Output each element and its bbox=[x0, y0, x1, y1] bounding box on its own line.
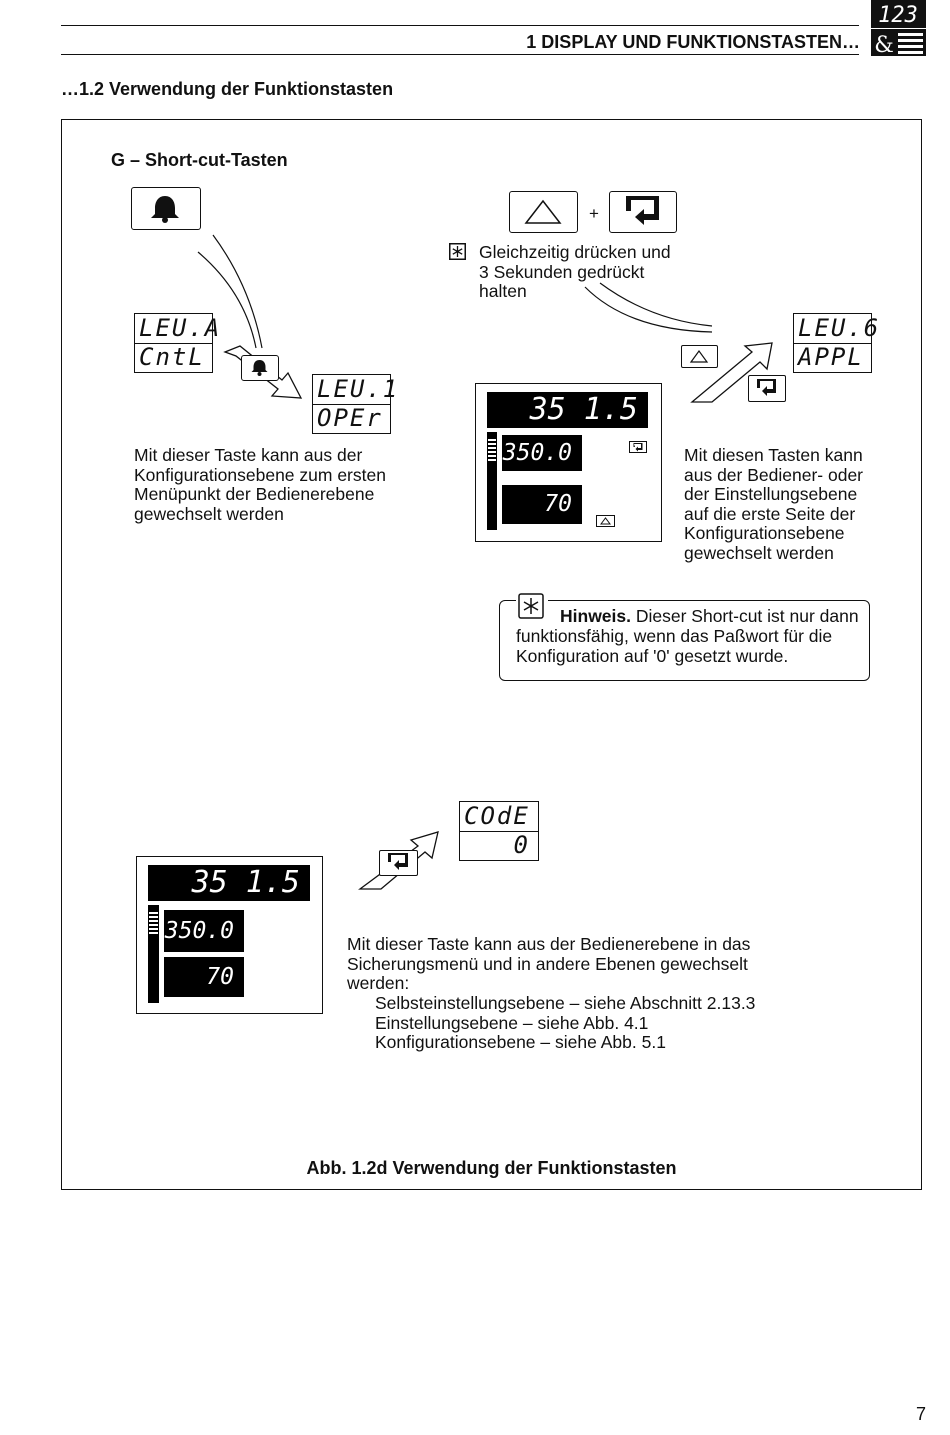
chapter-title: 1 DISPLAY UND FUNKTIONSTASTEN… bbox=[526, 32, 860, 52]
process-value: 35 1.5 bbox=[487, 392, 648, 428]
display-top-line: LEU.1 bbox=[313, 375, 397, 405]
scroll-icon bbox=[626, 196, 659, 225]
bargraph-segments bbox=[149, 912, 158, 934]
page-number: 7 bbox=[915, 1404, 926, 1424]
up-key-small bbox=[681, 345, 718, 368]
right-description: Mit diesen Tasten kann aus der Bediener-… bbox=[684, 445, 863, 563]
display-top-line: LEU.6 bbox=[794, 314, 878, 344]
display-bottom-line: APPL bbox=[798, 343, 864, 371]
bottom-description: Mit dieser Taste kann aus der Bedienereb… bbox=[347, 934, 751, 993]
display-logo-icon: 123 & bbox=[871, 0, 926, 58]
figure-subtitle: G – Short-cut-Tasten bbox=[111, 150, 288, 170]
triangle-up-icon bbox=[689, 349, 709, 363]
figure-frame bbox=[61, 119, 922, 1190]
display-bottom-line: 0 bbox=[513, 831, 530, 859]
alarm-key-small bbox=[241, 355, 279, 381]
press-instruction: Gleichzeitig drücken und 3 Sekunden gedr… bbox=[479, 242, 671, 301]
scroll-icon bbox=[757, 379, 776, 396]
display-code: COdE 0 bbox=[459, 801, 539, 861]
asterisk-box-icon bbox=[449, 243, 466, 265]
scroll-indicator-icon bbox=[629, 440, 647, 458]
list-item: Einstellungsebene – siehe Abb. 4.1 bbox=[375, 1012, 649, 1033]
up-indicator-icon bbox=[596, 514, 615, 532]
output-value: 70 bbox=[164, 957, 244, 997]
plus-sign: + bbox=[589, 204, 599, 223]
display-leu-a-cntl: LEU.A CntL bbox=[134, 313, 219, 373]
display-bottom-line: OPEr bbox=[317, 404, 383, 432]
note-box: Hinweis. Dieser Short-cut ist nur dann f… bbox=[499, 593, 870, 681]
controller-panel: 35 1.5 350.0 70 bbox=[475, 383, 662, 542]
display-top-line: LEU.A bbox=[135, 314, 219, 344]
triangle-up-icon bbox=[524, 199, 562, 224]
display-leu-6-appl: LEU.6 APPL bbox=[793, 313, 878, 373]
scroll-key bbox=[609, 191, 677, 233]
setpoint-value: 350.0 bbox=[164, 910, 244, 952]
logo-ampersand: & bbox=[874, 33, 894, 56]
section-title: …1.2 Verwendung der Funktionstasten bbox=[61, 79, 394, 99]
bottom-list: Selbsteinstellungsebene – siehe Abschnit… bbox=[375, 993, 756, 1053]
bargraph-segments bbox=[488, 439, 496, 461]
left-description: Mit dieser Taste kann aus der Konfigurat… bbox=[134, 445, 386, 524]
controller-panel-bottom: 35 1.5 350.0 70 bbox=[136, 856, 323, 1014]
header-bottom-rule bbox=[61, 54, 859, 55]
scroll-key-bottom bbox=[379, 850, 418, 876]
process-value: 35 1.5 bbox=[148, 865, 310, 901]
list-item: Konfigurationsebene – siehe Abb. 5.1 bbox=[375, 1032, 666, 1052]
header-top-rule bbox=[61, 25, 859, 26]
figure-caption: Abb. 1.2d Verwendung der Funktionstasten bbox=[306, 1158, 677, 1178]
output-value: 70 bbox=[502, 485, 582, 524]
up-key bbox=[509, 191, 578, 233]
bargraph bbox=[487, 432, 497, 530]
bell-icon bbox=[251, 360, 268, 376]
note-label: Hinweis. bbox=[560, 606, 631, 626]
bargraph bbox=[148, 905, 159, 1003]
alarm-key bbox=[131, 187, 201, 230]
logo-digits: 123 bbox=[878, 3, 918, 28]
display-leu-1-oper: LEU.1 OPEr bbox=[312, 374, 397, 434]
display-top-line: COdE bbox=[460, 802, 538, 832]
scroll-icon bbox=[388, 853, 408, 870]
setpoint-value: 350.0 bbox=[502, 435, 582, 471]
asterisk-box-icon bbox=[516, 593, 548, 619]
note-text: Dieser Short-cut ist nur dann funktionsf… bbox=[516, 606, 859, 666]
bell-icon bbox=[151, 196, 179, 223]
display-bottom-line: CntL bbox=[139, 343, 205, 371]
list-item: Selbsteinstellungsebene – siehe Abschnit… bbox=[375, 993, 756, 1013]
scroll-key-small bbox=[748, 375, 786, 402]
